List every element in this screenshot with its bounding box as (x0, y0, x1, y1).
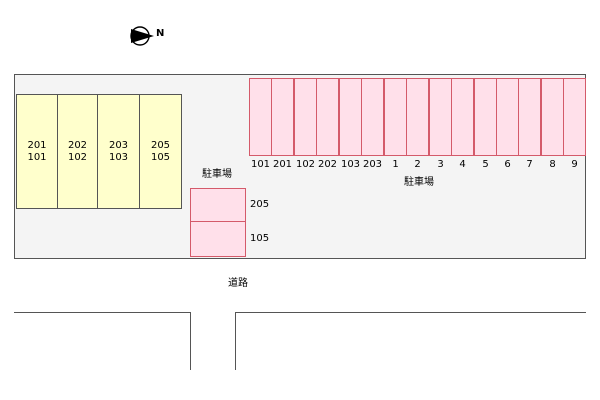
unit-upper-number: 205 (150, 139, 171, 151)
parking-space (406, 78, 429, 156)
building-unit: 201 101 (16, 94, 58, 209)
small-parking-label: 駐車場 (202, 169, 232, 180)
parking-space-label: 9 (571, 159, 578, 170)
parking-space (384, 78, 407, 156)
parking-space (474, 78, 497, 156)
parking-space-label: 2 (414, 159, 421, 170)
parking-space-label: 3 (437, 159, 444, 170)
road-edge (235, 312, 236, 370)
parking-space-label: 103 (340, 159, 361, 170)
parking-space (429, 78, 452, 156)
parking-space (271, 78, 294, 156)
parking-space-label: 101 (250, 159, 271, 170)
parking-space-label: 4 (459, 159, 466, 170)
parking-space (249, 78, 272, 156)
parking-space (316, 78, 339, 156)
unit-lower-number: 101 (27, 151, 47, 163)
parking-space-label: 6 (504, 159, 511, 170)
parking-space-label: 203 (362, 159, 383, 170)
road-edge (235, 312, 586, 313)
parking-space (563, 78, 586, 156)
parking-space-label: 201 (272, 159, 293, 170)
parking-space-label: 105 (250, 233, 270, 244)
building-unit: 202 102 (57, 94, 98, 209)
parking-space (496, 78, 519, 156)
unit-upper-number: 201 (27, 139, 47, 151)
parking-space (541, 78, 564, 156)
parking-space-label: 5 (482, 159, 489, 170)
parking-space (190, 221, 246, 257)
parking-space-label: 8 (549, 159, 556, 170)
parking-space-label: 205 (250, 199, 270, 210)
parking-space (518, 78, 541, 156)
parking-space (451, 78, 474, 156)
unit-lower-number: 102 (67, 151, 88, 163)
unit-lower-number: 105 (150, 151, 171, 163)
north-arrow-icon (130, 26, 154, 46)
parking-space (339, 78, 362, 156)
unit-lower-number: 103 (108, 151, 129, 163)
road-edge (14, 312, 191, 313)
building-unit: 205 105 (139, 94, 182, 209)
parking-space (294, 78, 317, 156)
parking-space-label: 202 (317, 159, 338, 170)
parking-space-label: 7 (526, 159, 533, 170)
unit-upper-number: 203 (108, 139, 129, 151)
parking-space (361, 78, 384, 156)
road-label: 道路 (228, 278, 248, 289)
compass-north-letter: N (156, 28, 165, 39)
parking-space (190, 188, 246, 222)
road-edge (190, 312, 191, 370)
parking-space-label: 102 (295, 159, 316, 170)
building-unit: 203 103 (97, 94, 140, 209)
main-parking-label: 駐車場 (404, 177, 434, 188)
parking-space-label: 1 (392, 159, 399, 170)
unit-upper-number: 202 (67, 139, 88, 151)
